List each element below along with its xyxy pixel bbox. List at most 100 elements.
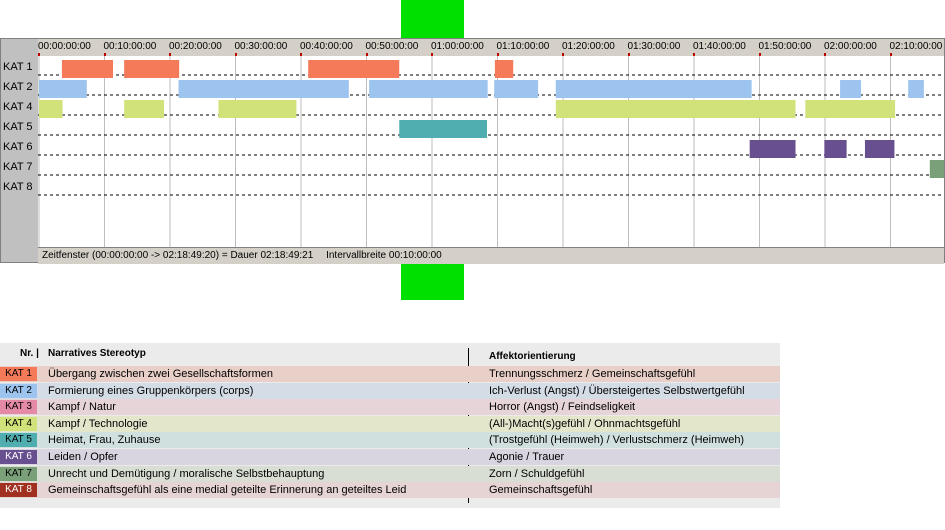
- tick-mark: [234, 53, 237, 56]
- legend-stereotyp: Formierung eines Gruppenkörpers (corps): [48, 384, 254, 397]
- legend-swatch: KAT 2: [0, 383, 37, 398]
- interval-bar: [124, 60, 180, 78]
- legend-affekt: Trennungsschmerz / Gemeinschaftsgefühl: [489, 368, 696, 380]
- category-label: KAT 8: [3, 181, 33, 193]
- category-label: KAT 4: [3, 101, 33, 113]
- tick-label: 01:00:00:00: [431, 41, 484, 52]
- legend-stereotyp: Kampf / Technologie: [48, 417, 148, 430]
- legend-stereotyp: Unrecht und Demütigung / moralische Selb…: [48, 467, 325, 480]
- tick-label: 01:50:00:00: [758, 41, 812, 52]
- interval-bar: [39, 100, 63, 118]
- interval-bar: [749, 140, 796, 158]
- tick-label: 01:20:00:00: [562, 41, 615, 52]
- legend-row: KAT 6 Leiden / Opfer Agonie / Trauer: [0, 449, 780, 465]
- legend-row: KAT 7 Unrecht und Demütigung / moralische…: [0, 465, 780, 482]
- category-label: KAT 6: [3, 141, 33, 153]
- legend-swatch: KAT 7: [0, 466, 37, 481]
- legend-affekt: Zorn / Schuldgefühl: [489, 467, 585, 480]
- tick-mark: [824, 53, 826, 56]
- tick-label: 00:40:00:00: [300, 41, 353, 52]
- legend-row: KAT 1 Übergang zwischen zwei Gesellschaft…: [0, 366, 780, 382]
- legend-affekt: (Trostgefühl (Heimweh) / Verlustschmerz …: [489, 434, 745, 447]
- legend-stereotyp: Übergang zwischen zwei Gesellschaftsform…: [48, 368, 273, 380]
- legend-row: KAT 8 Gemeinschaftsgefühl als eine medial…: [0, 482, 780, 499]
- interval-bar: [494, 60, 514, 78]
- legend-affekt: Ich-Verlust (Angst) / Übersteigertes Sel…: [489, 384, 745, 397]
- interval-bar: [805, 100, 896, 118]
- legend-affekt: Gemeinschaftsgefühl: [489, 484, 593, 497]
- tick-mark: [431, 53, 433, 56]
- marker-bottom: [401, 263, 464, 300]
- legend-row: KAT 4 Kampf / Technologie (All-)Macht(s)ge…: [0, 415, 780, 432]
- intervallbreite-text: Intervallbreite 00:10:00:00: [326, 250, 442, 261]
- legend-affekt: (All-)Macht(s)gefühl / Ohnmachtsgefühl: [489, 417, 681, 430]
- legend-stereotyp: Heimat, Frau, Zuhause: [48, 434, 161, 447]
- tick-label: 01:30:00:00: [627, 41, 681, 52]
- legend-row: KAT 2 Formierung eines Gruppenkörpers (co…: [0, 382, 780, 399]
- interval-bar: [840, 80, 862, 98]
- legend-row: KAT 5 Heimat, Frau, Zuhause (Trostgefühl (…: [0, 432, 780, 449]
- interval-bar: [39, 80, 87, 98]
- interval-bar: [124, 100, 165, 118]
- tick-label: 00:30:00:00: [234, 41, 288, 52]
- tick-label: 00:20:00:00: [169, 41, 222, 52]
- interval-bar: [908, 80, 924, 98]
- legend-header-nr: Nr. |: [20, 348, 39, 359]
- tick-label: 00:00:00:00: [38, 41, 91, 52]
- tick-mark: [300, 53, 302, 56]
- legend-swatch: KAT 4: [0, 416, 37, 431]
- tick-mark: [38, 53, 40, 56]
- legend-table: Nr. | Narratives Stereotyp Affektorienti…: [0, 343, 780, 508]
- legend-header-affekt: Affektorientierung: [489, 351, 576, 362]
- category-label: KAT 1: [3, 61, 33, 73]
- legend-affekt: Agonie / Trauer: [489, 451, 565, 463]
- tick-label: 00:50:00:00: [365, 41, 419, 52]
- timeline-plot: [38, 56, 944, 247]
- tick-mark: [169, 53, 171, 56]
- tick-mark: [496, 53, 499, 56]
- category-label: KAT 7: [3, 161, 33, 173]
- interval-bar: [399, 120, 488, 138]
- interval-bar: [61, 60, 114, 78]
- tick-mark: [562, 53, 564, 56]
- marker-top: [401, 0, 464, 38]
- tick-label: 02:00:00:00: [824, 41, 877, 52]
- timeline-panel: 00:00:00:00 00:10:00:00 00:20:00:00 00:30:0…: [0, 38, 945, 264]
- tick-label: 02:10:00:00: [889, 41, 943, 52]
- legend-swatch: KAT 8: [0, 483, 37, 498]
- tick-label: 00:10:00:00: [103, 41, 157, 52]
- interval-bar: [308, 60, 400, 78]
- interval-bar: [494, 80, 539, 98]
- tick-mark: [758, 53, 761, 56]
- legend-swatch: KAT 5: [0, 433, 37, 448]
- tick-mark: [889, 53, 892, 56]
- timeline-footer: Zeitfenster (00:00:00:00 -> 02:18:49:20)…: [38, 247, 944, 264]
- legend-swatch: KAT 1: [0, 367, 37, 381]
- category-label: KAT 5: [3, 121, 33, 133]
- interval-bar: [555, 80, 752, 98]
- legend-stereotyp: Gemeinschaftsgefühl als eine medial gete…: [48, 484, 407, 497]
- zeitfenster-text: Zeitfenster (00:00:00:00 -> 02:18:49:20)…: [42, 250, 314, 261]
- interval-bar: [824, 140, 847, 158]
- tick-label: 01:10:00:00: [496, 41, 550, 52]
- interval-bar: [218, 100, 297, 118]
- legend-row: KAT 3 Kampf / Natur Horror (Angst) / Feind…: [0, 399, 780, 416]
- interval-bar: [178, 80, 349, 98]
- legend-swatch: KAT 3: [0, 400, 37, 415]
- time-ruler: 00:00:00:00 00:10:00:00 00:20:00:00 00:30:0…: [38, 39, 944, 56]
- tick-mark: [627, 53, 630, 56]
- tick-mark: [693, 53, 695, 56]
- tick-mark: [103, 53, 106, 56]
- interval-bar: [929, 160, 944, 178]
- tick-label: 01:40:00:00: [693, 41, 746, 52]
- legend-header-stereotyp: Narratives Stereotyp: [48, 348, 146, 359]
- legend-swatch: KAT 6: [0, 450, 37, 464]
- interval-bar: [864, 140, 895, 158]
- interval-bar: [369, 80, 488, 98]
- legend-stereotyp: Kampf / Natur: [48, 401, 116, 414]
- legend-stereotyp: Leiden / Opfer: [48, 451, 118, 463]
- legend-affekt: Horror (Angst) / Feindseligkeit: [489, 401, 636, 414]
- tick-mark: [365, 53, 368, 56]
- interval-bar: [555, 100, 796, 118]
- category-label: KAT 2: [3, 81, 33, 93]
